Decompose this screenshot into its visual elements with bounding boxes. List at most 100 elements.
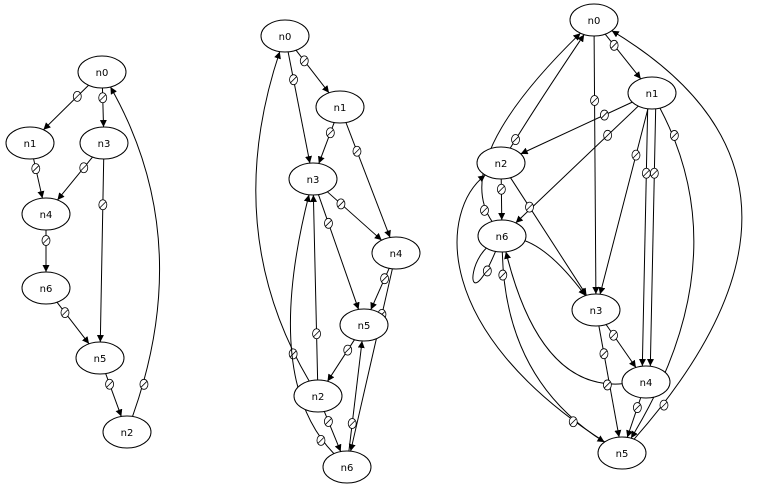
edge-n3-n4 — [327, 191, 382, 241]
node-n0: n0 — [569, 3, 619, 37]
edge-n6-n3 — [472, 237, 586, 296]
edge-n2-n0 — [255, 51, 310, 382]
node-n5: n5 — [75, 341, 125, 375]
edge-n1-n3 — [318, 122, 335, 164]
node-shape — [315, 90, 365, 124]
node-label: n4 — [390, 249, 403, 260]
node-shape — [569, 3, 619, 37]
node-n2: n2 — [102, 415, 152, 449]
edge-n5-n2 — [456, 174, 605, 443]
node-shape — [21, 271, 71, 305]
node-shape — [102, 415, 152, 449]
edge-n1-n3 — [598, 108, 649, 295]
edge-n6-n3 — [289, 194, 335, 454]
node-shape — [571, 293, 621, 327]
edge-n1-n2 — [520, 101, 633, 155]
node-shape — [260, 19, 310, 53]
edge-n0-n1 — [604, 33, 642, 80]
node-shape — [597, 436, 647, 470]
nodes-layer: n0 n1 n3 n4 n6 n5 n2 n0 n1 n3 n4 n5 n2 n6 n0 n1 n2 n6 n3 n4… — [5, 3, 677, 484]
node-label: n3 — [590, 306, 603, 317]
edge-n2-n3 — [310, 194, 321, 381]
node-shape — [627, 76, 677, 110]
node-label: n5 — [616, 449, 629, 460]
edge-n5-n0 — [611, 30, 743, 440]
edge-n2-n6 — [496, 178, 506, 221]
node-n1: n1 — [315, 90, 365, 124]
node-label: n1 — [646, 89, 659, 100]
node-n6: n6 — [477, 219, 527, 253]
edge-n6-n0 — [480, 32, 581, 222]
node-label: n6 — [40, 284, 53, 295]
edge-n4-n6 — [41, 230, 51, 272]
edge-n3-n4 — [605, 324, 637, 368]
node-n6: n6 — [322, 450, 372, 484]
edge-n5-n2 — [105, 373, 123, 417]
node-shape — [322, 450, 372, 484]
node-shape — [79, 126, 129, 160]
edge-n6-n5 — [56, 301, 90, 345]
node-shape — [75, 341, 125, 375]
node-n1: n1 — [627, 76, 677, 110]
node-n5: n5 — [339, 308, 389, 342]
node-shape — [476, 146, 526, 180]
edge-n4-n5 — [370, 268, 390, 310]
node-n3: n3 — [571, 293, 621, 327]
node-label: n2 — [121, 428, 134, 439]
edge-n0-n1 — [295, 49, 330, 94]
node-label: n5 — [358, 321, 371, 332]
node-label: n5 — [94, 354, 107, 365]
node-n3: n3 — [79, 126, 129, 160]
edge-n3-n5 — [96, 158, 108, 343]
node-shape — [21, 197, 71, 231]
node-shape — [5, 126, 55, 160]
edge-n2-n6 — [323, 411, 342, 452]
edge-n6-n5 — [498, 251, 605, 443]
node-label: n2 — [312, 392, 325, 403]
node-n4: n4 — [621, 365, 671, 399]
edge-n3-n4 — [57, 156, 93, 201]
edge-n1-n4 — [31, 158, 45, 199]
edge-n2-n3 — [510, 177, 587, 296]
edges-layer — [31, 30, 743, 454]
node-label: n1 — [24, 139, 37, 150]
node-n0: n0 — [77, 55, 127, 89]
edge-n5-n2 — [327, 339, 355, 382]
edge-n1-n4 — [638, 108, 651, 367]
node-n5: n5 — [597, 436, 647, 470]
edge-n4-n6 — [504, 251, 623, 391]
edge-n0-n3 — [98, 87, 108, 128]
node-shape — [339, 308, 389, 342]
node-label: n3 — [98, 139, 111, 150]
node-shape — [477, 219, 527, 253]
node-label: n4 — [640, 378, 653, 389]
node-n2: n2 — [293, 379, 343, 413]
node-n4: n4 — [21, 197, 71, 231]
node-n1: n1 — [5, 126, 55, 160]
edge-n1-n4 — [345, 122, 391, 238]
node-shape — [77, 55, 127, 89]
node-label: n1 — [334, 103, 347, 114]
node-shape — [293, 379, 343, 413]
node-n0: n0 — [260, 19, 310, 53]
node-label: n0 — [96, 68, 109, 79]
edge-n2-n0 — [509, 34, 585, 149]
edge-n0-n1 — [43, 84, 89, 131]
node-n3: n3 — [288, 162, 338, 196]
edge-n4-n6 — [348, 268, 393, 452]
node-label: n2 — [495, 159, 508, 170]
node-n4: n4 — [371, 236, 421, 270]
node-label: n0 — [588, 16, 601, 27]
node-shape — [621, 365, 671, 399]
node-label: n6 — [341, 463, 354, 474]
edge-n4-n5 — [626, 397, 642, 438]
node-n2: n2 — [476, 146, 526, 180]
node-label: n3 — [307, 175, 320, 186]
node-shape — [288, 162, 338, 196]
node-label: n6 — [496, 232, 509, 243]
edge-n1-n6 — [515, 105, 639, 224]
edge-n3-n5 — [317, 194, 360, 310]
node-label: n4 — [40, 210, 53, 221]
node-label: n0 — [279, 32, 292, 43]
